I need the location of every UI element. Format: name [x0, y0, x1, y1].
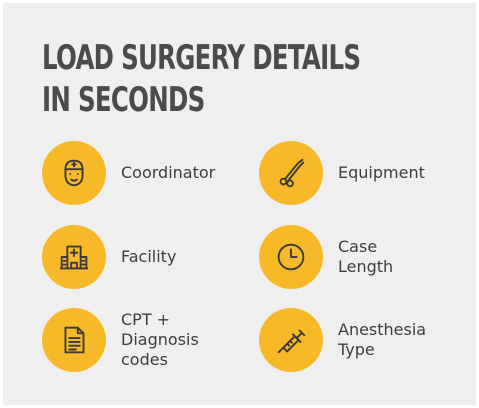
title-line-2: IN SECONDS — [42, 80, 205, 120]
coordinator-icon — [42, 141, 106, 205]
clock-icon — [259, 225, 323, 289]
feature-cpt-diagnosis: CPT + Diagnosis codes — [42, 308, 199, 372]
feature-label: CPT + Diagnosis codes — [121, 310, 199, 369]
feature-facility: Facility — [42, 225, 176, 289]
feature-anesthesia: Anesthesia Type — [259, 308, 426, 372]
equipment-icon — [259, 141, 323, 205]
feature-label: Case Length — [338, 237, 394, 276]
feature-label: Coordinator — [121, 163, 216, 182]
feature-equipment: Equipment — [259, 141, 425, 205]
facility-icon — [42, 225, 106, 289]
feature-label: Equipment — [338, 163, 425, 182]
document-icon — [42, 308, 106, 372]
feature-coordinator: Coordinator — [42, 141, 215, 205]
feature-case-length: Case Length — [259, 225, 393, 289]
feature-label: Facility — [121, 247, 177, 266]
feature-label: Anesthesia Type — [338, 320, 427, 359]
title-line-1: LOAD SURGERY DETAILS — [42, 38, 361, 78]
syringe-icon — [259, 308, 323, 372]
page-title: LOAD SURGERY DETAILS IN SECONDS — [42, 37, 361, 121]
